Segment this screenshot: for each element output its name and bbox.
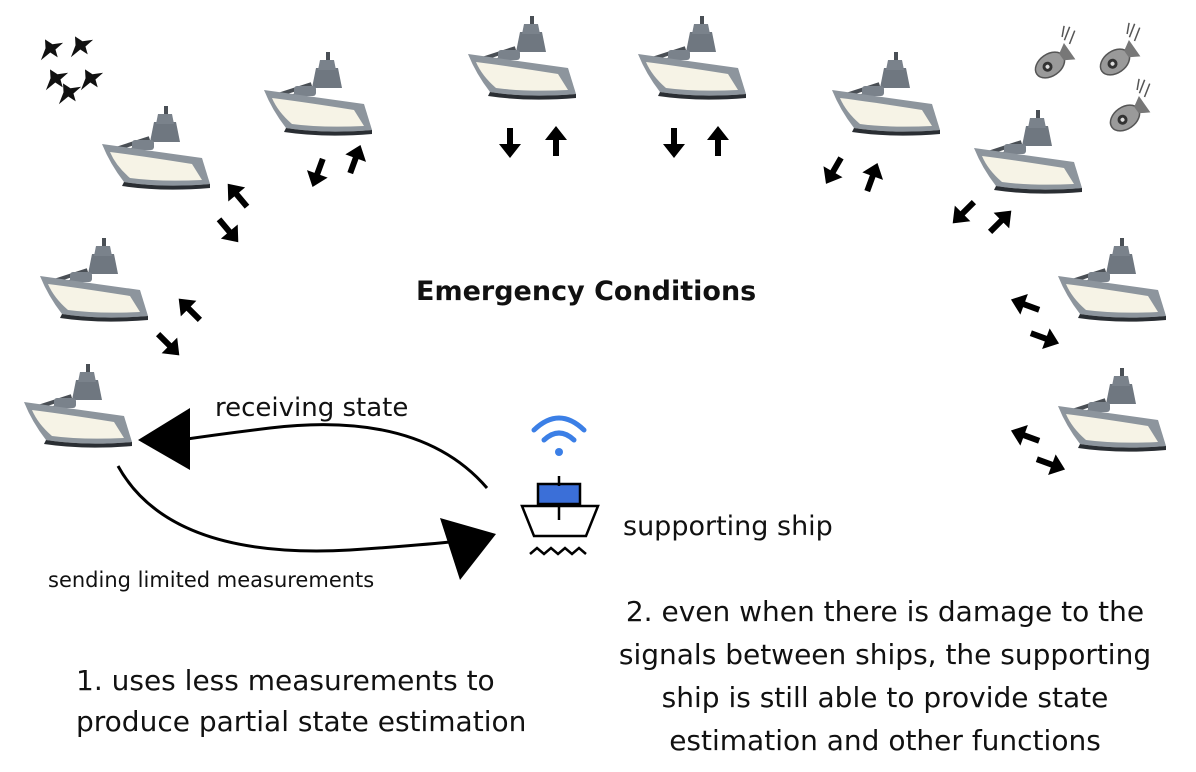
warship-icon xyxy=(24,364,132,448)
note-2-line: signals between ships, the supporting xyxy=(618,638,1152,671)
warship-icon xyxy=(264,52,372,136)
sending-arrow xyxy=(116,465,496,580)
note-1-line: produce partial state estimation xyxy=(76,705,527,738)
note-1: 1. uses less measurements to produce par… xyxy=(76,660,546,742)
note-2-line: estimation and other functions xyxy=(669,724,1101,757)
warship-icon xyxy=(1058,368,1166,452)
note-1-line: 1. uses less measurements to xyxy=(76,664,495,697)
warship-icon xyxy=(638,16,746,100)
warship-icon xyxy=(102,106,210,190)
support-ship-icon xyxy=(520,476,600,556)
diagram-title: Emergency Conditions xyxy=(416,276,757,307)
bomb-icon xyxy=(1022,18,1165,137)
warship-icon xyxy=(468,16,576,100)
note-2-line: 2. even when there is damage to the xyxy=(625,595,1145,628)
receiving-state-label: receiving state xyxy=(215,393,409,423)
fighter-jets-icon xyxy=(32,29,109,110)
warship-icon xyxy=(1058,238,1166,322)
warship-icon xyxy=(832,52,940,136)
warship-icon xyxy=(40,238,148,322)
note-2: 2. even when there is damage to the sign… xyxy=(600,590,1170,762)
wifi-icon xyxy=(531,415,587,456)
note-2-line: ship is still able to provide state xyxy=(661,681,1109,714)
warship-icon xyxy=(974,110,1082,194)
supporting-ship-label: supporting ship xyxy=(623,511,833,542)
receiving-arrow xyxy=(138,408,489,489)
sending-measurements-label: sending limited measurements xyxy=(48,568,375,592)
